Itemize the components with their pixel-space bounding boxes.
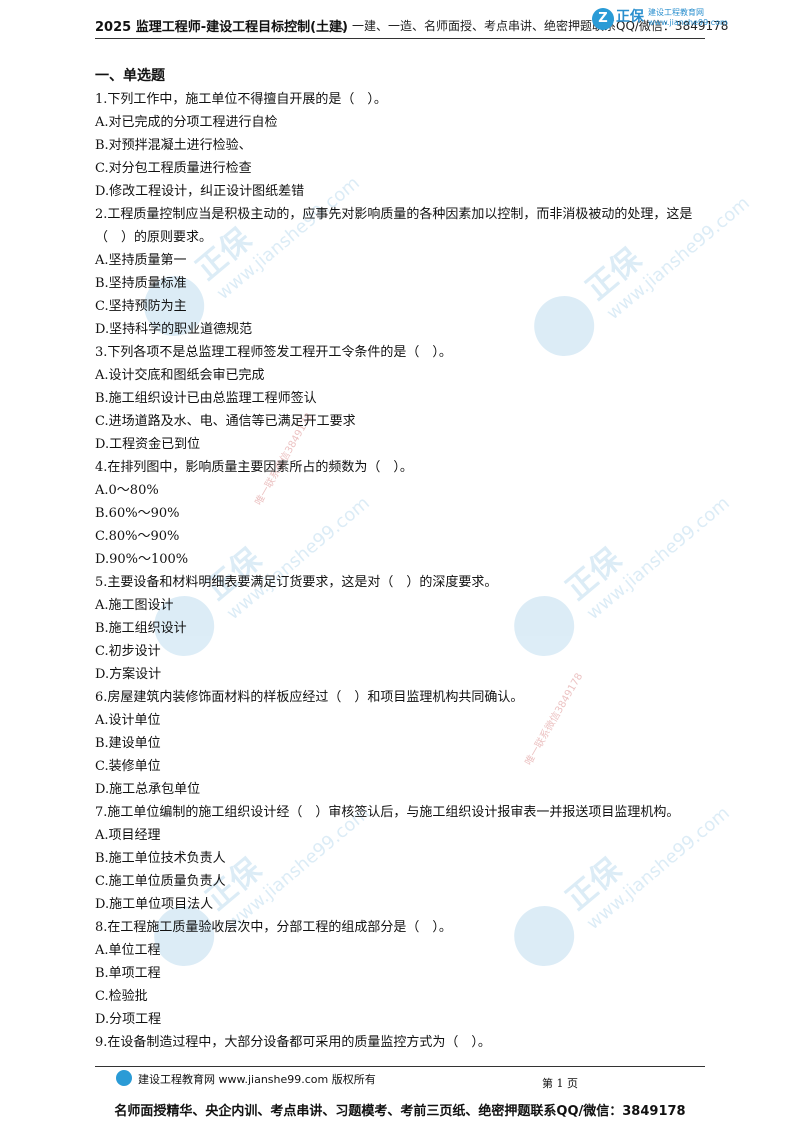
question-stem: 7.施工单位编制的施工组织设计经（ ）审核签认后，与施工组织设计报审表一并报送项… <box>95 805 680 820</box>
question-option: D.施工总承包单位 <box>95 782 201 797</box>
page-header: 2025 监理工程师-建设工程目标控制(土建) 、一建、一造、名师面授、考点串讲… <box>95 12 728 38</box>
logo-icon: Z <box>592 8 614 30</box>
question-stem: 6.房屋建筑内装修饰面材料的样板应经过（ ）和项目监理机构共同确认。 <box>95 690 524 705</box>
question-option: B.坚持质量标准 <box>95 276 187 291</box>
question-option: C.进场道路及水、电、通信等已满足开工要求 <box>95 414 356 429</box>
question-option: A.对已完成的分项工程进行自检 <box>95 115 278 130</box>
question-option: A.设计单位 <box>95 713 161 728</box>
question-option: C.检验批 <box>95 989 148 1004</box>
question-option: D.90%～100% <box>95 552 189 567</box>
question-option: A.设计交底和图纸会审已完成 <box>95 368 265 383</box>
section-title: 一、单选题 <box>95 68 165 84</box>
question-option: D.工程资金已到位 <box>95 437 201 452</box>
question-option: B.施工组织设计已由总监理工程师签认 <box>95 391 317 406</box>
document-title: 2025 监理工程师-建设工程目标控制(土建) <box>95 20 348 35</box>
question-stem: 3.下列各项不是总监理工程师签发工程开工令条件的是（ ）。 <box>95 345 452 360</box>
question-option: C.80%～90% <box>95 529 180 544</box>
question-stem: 4.在排列图中，影响质量主要因素所占的频数为（ ）。 <box>95 460 413 475</box>
logo-name: 建设工程教育网 <box>648 8 704 17</box>
logo-brand: 正保 <box>616 9 644 25</box>
question-option: D.修改工程设计，纠正设计图纸差错 <box>95 184 305 199</box>
question-option: C.施工单位质量负责人 <box>95 874 226 889</box>
header-ad-text: 、一建、一造、名师面授、考点串讲、绝密押题联系QQ/微信：3849178 <box>340 19 729 33</box>
question-stem: 5.主要设备和材料明细表要满足订货要求，这是对（ ）的深度要求。 <box>95 575 498 590</box>
question-option: A.单位工程 <box>95 943 161 958</box>
question-list: 一、单选题 1.下列工作中，施工单位不得擅自开展的是（ ）。 A.对已完成的分项工… <box>95 64 707 1054</box>
question-option: B.60%～90% <box>95 506 180 521</box>
question-option: D.方案设计 <box>95 667 162 682</box>
question-option: D.施工单位项目法人 <box>95 897 214 912</box>
question-option: B.建设单位 <box>95 736 161 751</box>
question-option: B.施工组织设计 <box>95 621 187 636</box>
footer-copyright: 建设工程教育网 www.jianshe99.com 版权所有 <box>138 1073 376 1086</box>
footer-logo-icon <box>116 1070 132 1086</box>
question-option: C.对分包工程质量进行检查 <box>95 161 252 176</box>
header-divider <box>95 38 705 39</box>
question-option: D.坚持科学的职业道德规范 <box>95 322 253 337</box>
question-option: C.坚持预防为主 <box>95 299 187 314</box>
question-option: A.0～80% <box>95 483 159 498</box>
question-stem: 1.下列工作中，施工单位不得擅自开展的是（ ）。 <box>95 92 387 107</box>
question-stem: 9.在设备制造过程中，大部分设备都可采用的质量监控方式为（ ）。 <box>95 1035 491 1050</box>
question-option: A.坚持质量第一 <box>95 253 187 268</box>
question-option: B.施工单位技术负责人 <box>95 851 226 866</box>
question-option: A.项目经理 <box>95 828 161 843</box>
question-option: C.装修单位 <box>95 759 161 774</box>
header-logo: Z 正保 建设工程教育网 www.jianshe99.com <box>592 6 728 34</box>
question-option: B.单项工程 <box>95 966 161 981</box>
question-stem: 8.在工程施工质量验收层次中，分部工程的组成部分是（ ）。 <box>95 920 452 935</box>
question-stem: 2.工程质量控制应当是积极主动的，应事先对影响质量的各种因素加以控制，而非消极被… <box>95 207 693 245</box>
question-option: D.分项工程 <box>95 1012 162 1027</box>
footer-ad-text: 名师面授精华、央企内训、考点串讲、习题模考、考前三页纸、绝密押题联系QQ/微信：… <box>114 1104 686 1119</box>
logo-url: www.jianshe99.com <box>648 18 728 27</box>
footer-divider <box>95 1066 705 1067</box>
question-option: A.施工图设计 <box>95 598 174 613</box>
page-number: 第 1 页 <box>542 1077 578 1090</box>
question-option: B.对预拌混凝土进行检验、 <box>95 138 252 153</box>
question-option: C.初步设计 <box>95 644 161 659</box>
